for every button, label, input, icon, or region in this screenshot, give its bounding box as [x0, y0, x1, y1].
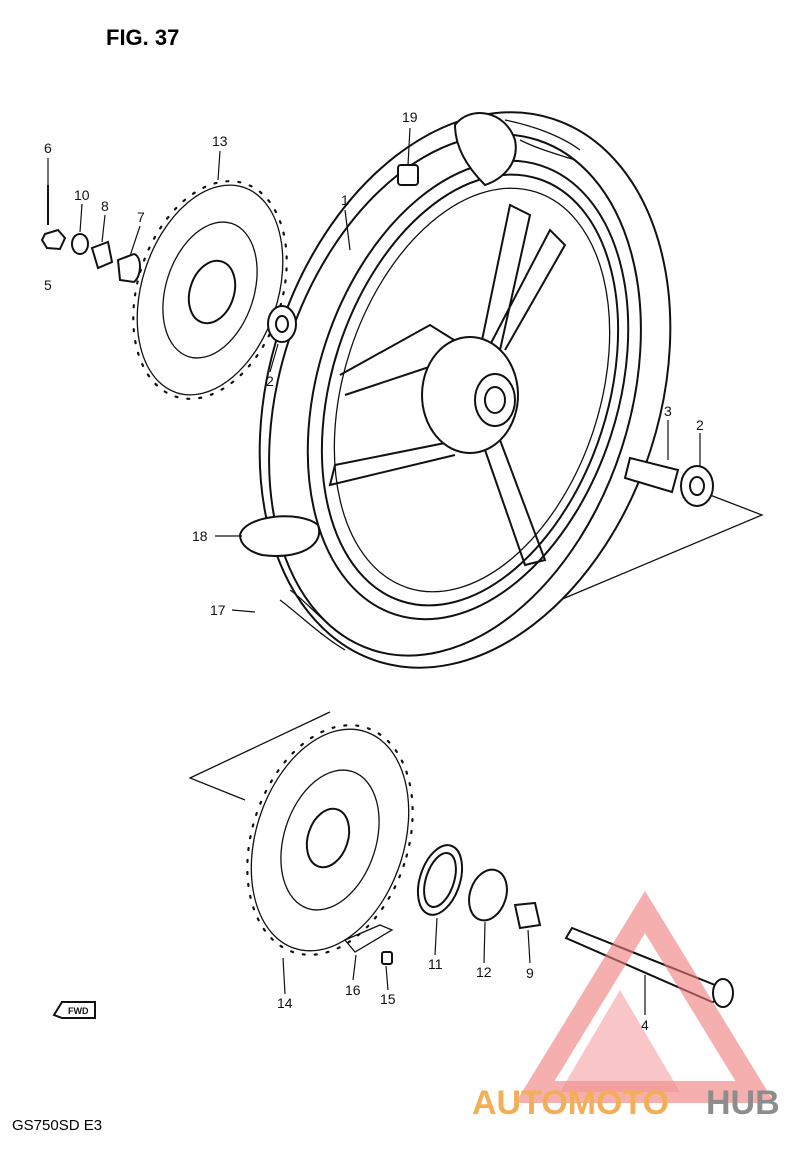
- callout-1: 1: [341, 192, 349, 208]
- watermark-text-part1: AUTOMOTO: [472, 1084, 669, 1122]
- callout-8: 8: [101, 198, 109, 214]
- callout-5: 5: [44, 277, 52, 293]
- callout-12: 12: [476, 964, 492, 980]
- figure-title: FIG. 37: [106, 25, 179, 50]
- callout-9: 9: [526, 965, 534, 981]
- callout-2-right: 2: [696, 417, 704, 433]
- watermark-text-part2: HUB: [706, 1084, 780, 1122]
- model-code: GS750SD E3: [12, 1117, 102, 1134]
- wheel-assembly: [238, 111, 672, 669]
- assembly-plane-outline: [188, 494, 764, 801]
- watermark: AUTOMOTO HUB: [472, 890, 780, 1122]
- callout-10: 10: [74, 187, 90, 203]
- brake-disc-lower: [246, 724, 414, 956]
- callout-11: 11: [428, 956, 443, 972]
- callout-14: 14: [277, 995, 293, 1011]
- fwd-label: FWD: [68, 1006, 89, 1016]
- callout-7: 7: [137, 209, 145, 225]
- hardware-right: [623, 456, 714, 507]
- callout-2-left: 2: [266, 373, 274, 389]
- callout-17: 17: [210, 602, 226, 618]
- callout-19: 19: [402, 109, 418, 125]
- callout-6: 6: [44, 140, 52, 156]
- callout-13: 13: [212, 133, 228, 149]
- watermark-logo-icon: [515, 890, 775, 1103]
- callout-leaders: [47, 127, 701, 1015]
- callout-15: 15: [380, 991, 396, 1007]
- callout-18: 18: [192, 528, 208, 544]
- callout-3: 3: [664, 403, 672, 419]
- hardware-upper: [40, 185, 297, 343]
- fwd-arrow-icon: FWD: [52, 1001, 96, 1019]
- callout-labels: 1 2 2 3 4 5 6 7 8 9 10 11 12 13 14 15 16…: [44, 109, 704, 1033]
- callout-16: 16: [345, 982, 361, 998]
- callout-4: 4: [641, 1017, 649, 1033]
